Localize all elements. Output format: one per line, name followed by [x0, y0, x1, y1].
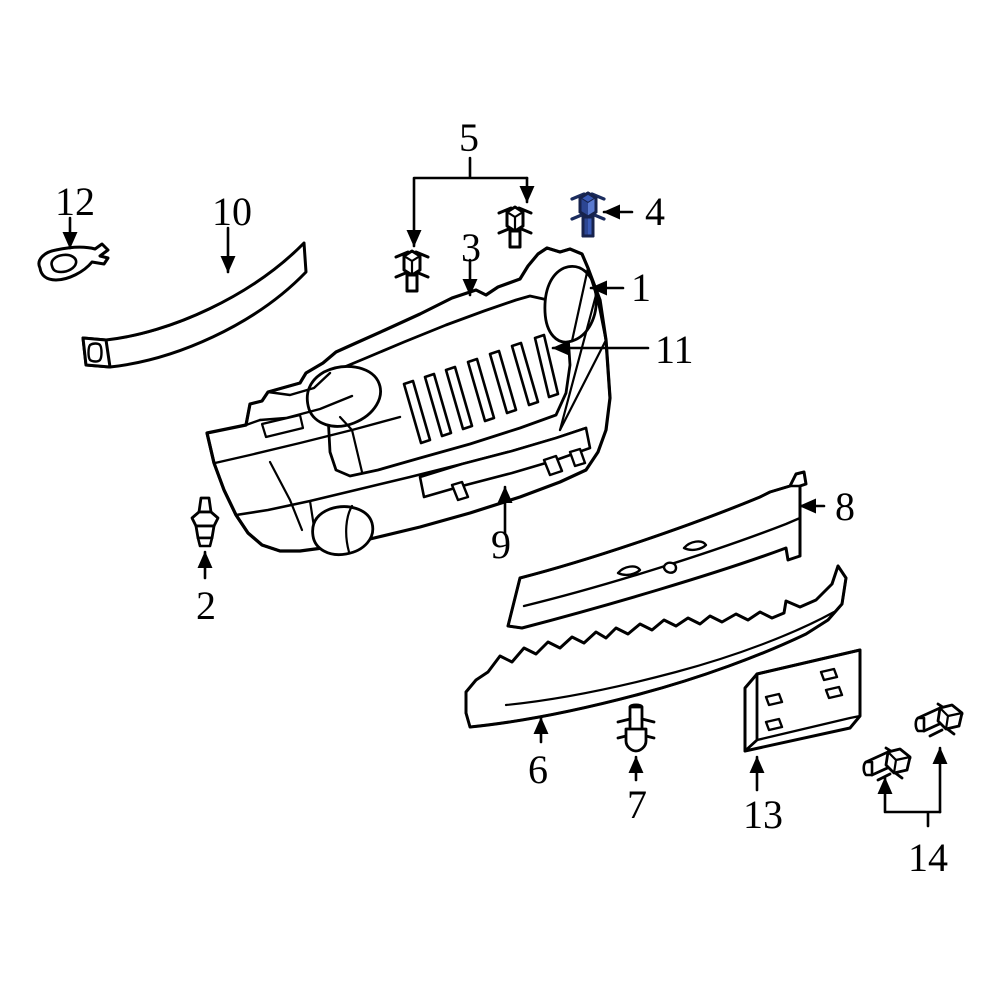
part-hex-bolt-right — [497, 205, 533, 249]
part-hex-flange-bolt-highlighted — [570, 191, 606, 238]
callout-label-5[interactable]: 5 — [459, 115, 479, 160]
part-hex-bolt-left — [394, 249, 430, 293]
callout-5-connector — [406, 156, 535, 248]
callout-label-8[interactable]: 8 — [835, 484, 855, 529]
part-lower-valance-reinforcement — [464, 564, 848, 729]
callout-label-3[interactable]: 3 — [461, 225, 481, 270]
part-bumper-cover — [205, 246, 612, 557]
part-screw-left — [862, 746, 912, 782]
part-push-pin-retainer — [190, 496, 220, 548]
part-stud-bolt — [616, 703, 656, 753]
callout-leaders — [62, 204, 826, 792]
callout-label-13[interactable]: 13 — [743, 792, 783, 837]
callout-label-12[interactable]: 12 — [55, 179, 95, 224]
callout-label-14[interactable]: 14 — [908, 835, 948, 880]
callout-label-11[interactable]: 11 — [655, 327, 694, 372]
callout-14-connector — [877, 746, 948, 828]
part-impact-bar — [81, 241, 308, 369]
part-license-plate-bracket — [743, 648, 862, 753]
part-screw-right — [914, 702, 964, 738]
callout-label-9[interactable]: 9 — [491, 522, 511, 567]
part-mounting-bracket — [37, 242, 110, 282]
callout-label-4[interactable]: 4 — [645, 189, 665, 234]
callout-label-7[interactable]: 7 — [627, 782, 647, 827]
callout-label-1[interactable]: 1 — [631, 265, 651, 310]
callout-label-10[interactable]: 10 — [212, 189, 252, 234]
part-energy-absorber — [506, 470, 808, 630]
callout-label-2[interactable]: 2 — [196, 583, 216, 628]
callout-label-6[interactable]: 6 — [528, 747, 548, 792]
